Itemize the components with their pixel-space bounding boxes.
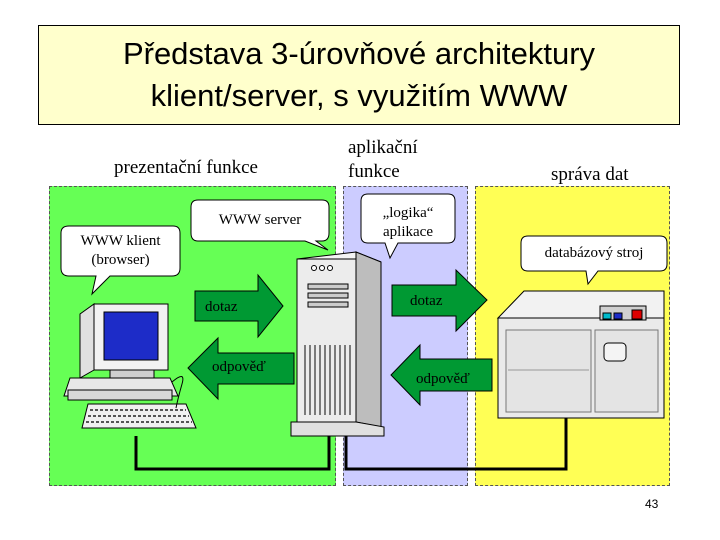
data-label: správa dat xyxy=(551,164,629,185)
title-box: Představa 3-úrovňové architektury klient… xyxy=(38,25,680,125)
answer-arrow-left xyxy=(187,336,295,401)
network-cable xyxy=(134,418,568,471)
server-tower-icon xyxy=(290,251,385,437)
db-bubble xyxy=(520,235,668,286)
web-server-bubble-text: WWW server xyxy=(218,212,302,228)
answer-left-label: odpověď xyxy=(212,359,266,375)
database-machine-icon xyxy=(496,290,665,419)
logic-bubble xyxy=(360,193,456,260)
client-bubble-text: WWW klient (browser) xyxy=(80,233,161,268)
query-arrow-right xyxy=(391,268,488,333)
query-left-label: dotaz xyxy=(205,299,238,315)
client-bubble xyxy=(60,225,181,296)
logic-bubble-text: „logika“ aplikace xyxy=(382,205,434,240)
desktop-computer-icon xyxy=(63,303,197,429)
query-arrow-left xyxy=(194,273,284,339)
answer-right-label: odpověď xyxy=(416,371,470,387)
presentation-label: prezentační funkce xyxy=(114,157,258,178)
page-number: 43 xyxy=(645,497,659,511)
web-server-bubble xyxy=(190,199,330,251)
page-title: Představa 3-úrovňové architektury klient… xyxy=(122,36,596,113)
query-right-label: dotaz xyxy=(410,293,443,309)
answer-arrow-right xyxy=(390,343,493,407)
db-bubble-text: databázový stroj xyxy=(544,245,644,261)
application-label: aplikační funkce xyxy=(348,137,418,182)
